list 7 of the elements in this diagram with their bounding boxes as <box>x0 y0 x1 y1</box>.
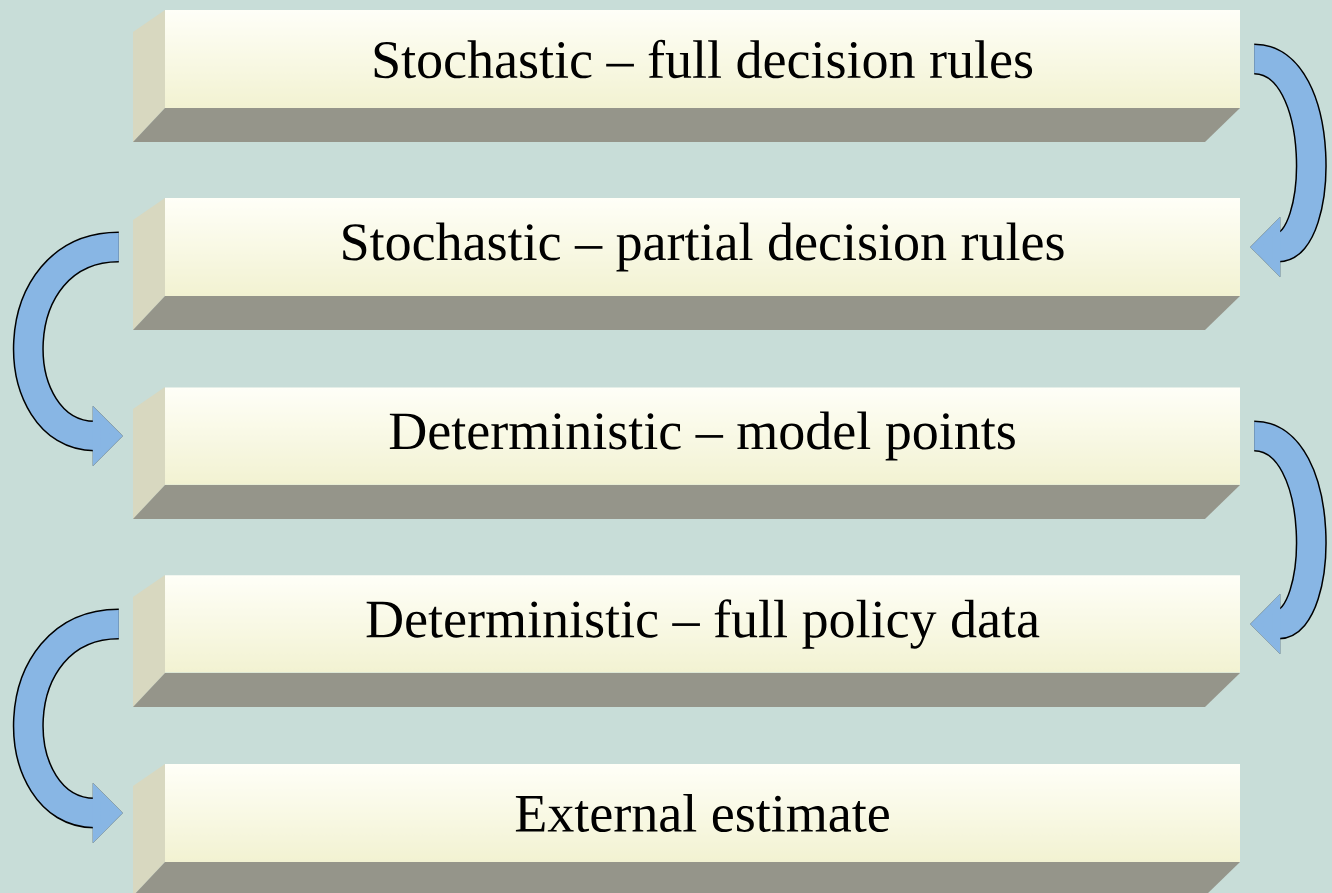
beveled-box: Stochastic – full decision rules <box>133 10 1240 142</box>
beveled-box: External estimate <box>133 764 1240 893</box>
beveled-box: Stochastic – partial decision rules <box>133 198 1240 330</box>
beveled-box: Deterministic – full policy data <box>133 575 1240 707</box>
curved-arrow <box>1250 43 1327 277</box>
beveled-box: Deterministic – model points <box>133 387 1240 519</box>
curved-arrow <box>1250 420 1327 654</box>
